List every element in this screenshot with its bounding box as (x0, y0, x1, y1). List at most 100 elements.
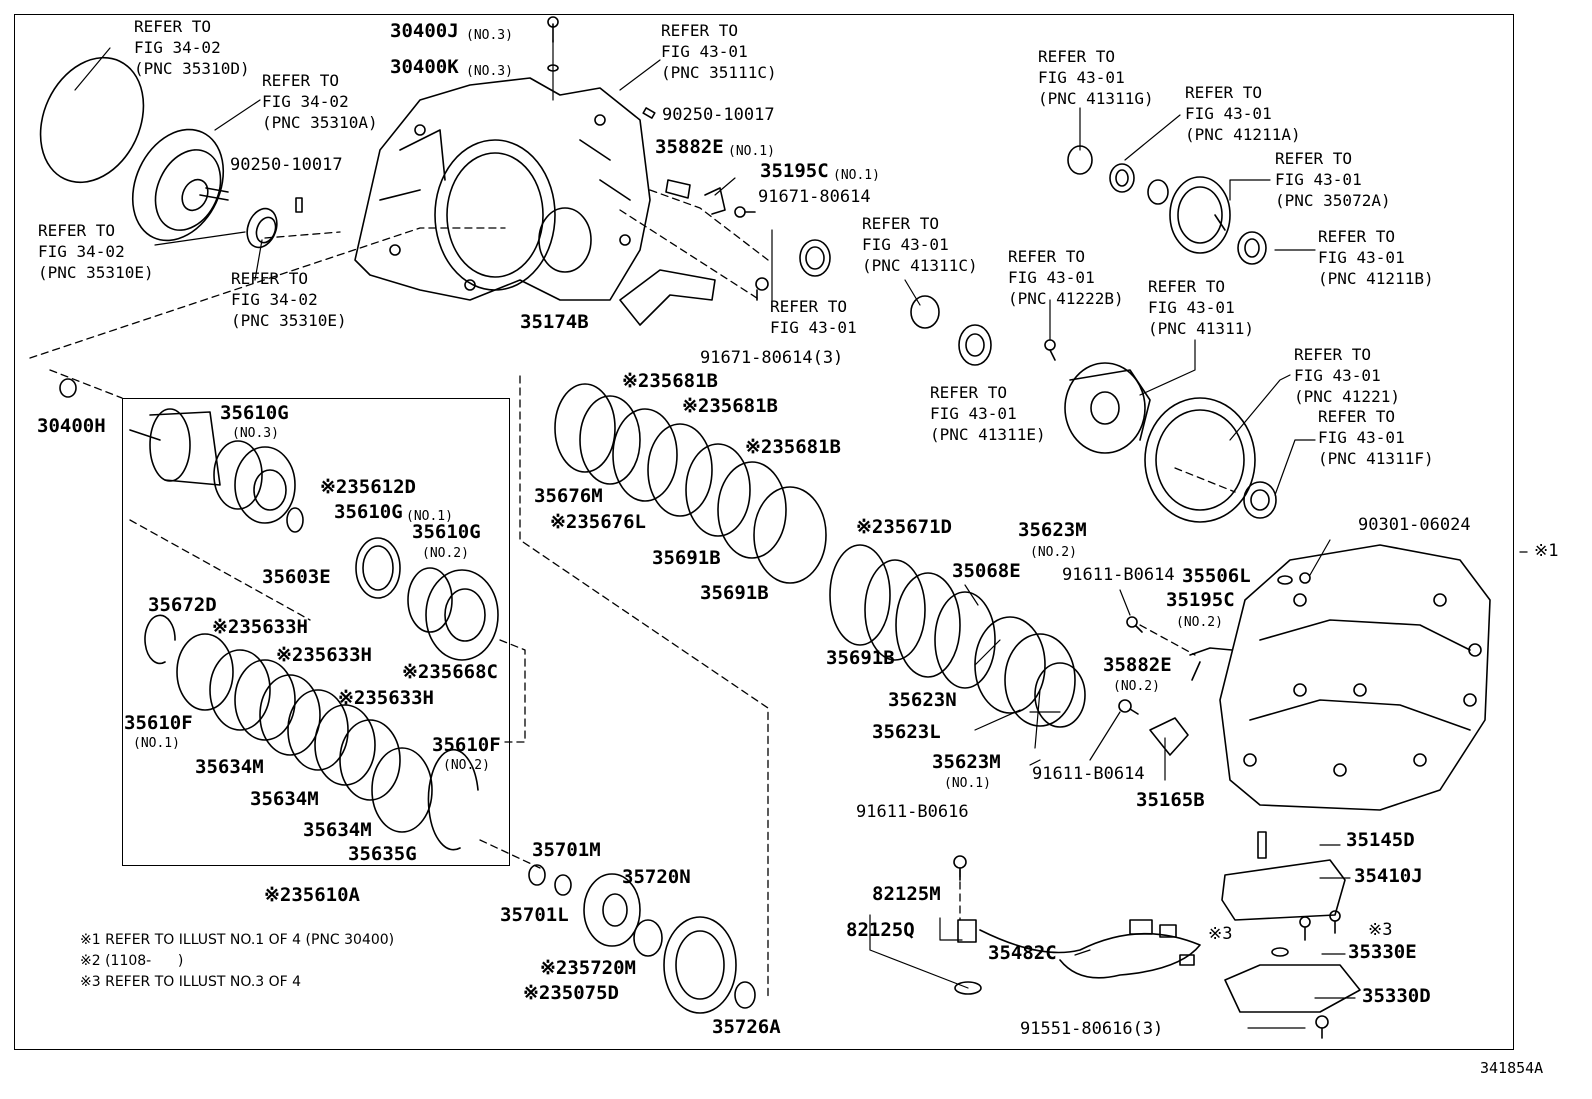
refer-35111c: REFER TO FIG 43-01 (PNC 35111C) (661, 21, 777, 82)
footnote-1: ※1 REFER TO ILLUST NO.1 OF 4 (PNC 30400) (80, 932, 395, 948)
part-35075d: ※235075D (523, 982, 619, 1004)
part-35691b-a: 35691B (652, 547, 721, 569)
piston-35612d (234, 446, 296, 524)
bearing-41211b (1237, 231, 1267, 265)
footnote-3: ※3 REFER TO ILLUST NO.3 OF 4 (80, 974, 302, 990)
ring-35310d (39, 56, 145, 184)
part-35610g-no1-note: (NO.1) (406, 509, 453, 524)
part-35676l: ※235676L (550, 511, 646, 533)
refer-41311e: REFER TO FIG 43-01 (PNC 41311E) (930, 383, 1046, 444)
subassembly-box-35610a (122, 398, 510, 866)
part-90250-right: 90250-10017 (662, 105, 775, 125)
drum-35610g (129, 408, 221, 486)
part-35623l: 35623L (872, 721, 941, 743)
part-35691b-b: 35691B (700, 582, 769, 604)
part-35882e-no2-note: (NO.2) (1113, 679, 1160, 694)
part-91671-80614: 91671-80614 (758, 187, 871, 207)
ring-35610g-3 (213, 440, 263, 510)
oring-82125q (954, 981, 982, 995)
transaxle-housing-drawing (354, 77, 651, 301)
part-35691b-c: 35691B (826, 647, 895, 669)
oring-41311g (1067, 145, 1093, 175)
diagram-id: 341854A (1480, 1059, 1544, 1077)
part-35633h-c: ※235633H (338, 687, 434, 709)
bracket-35195c (704, 187, 726, 215)
bracket-35165b (1149, 717, 1189, 756)
side-marker-1: ※1 (1534, 541, 1559, 561)
refer-35310a: REFER TO FIG 34-02 (PNC 35310A) (262, 71, 378, 132)
part-35720n: 35720N (622, 866, 691, 888)
part-35330d: 35330D (1362, 985, 1431, 1007)
part-35672d: 35672D (148, 594, 217, 616)
cover-35174b (619, 269, 716, 326)
differential-case-41311 (1064, 362, 1151, 454)
part-35195c-no1: 35195C (760, 160, 829, 182)
part-35610f-no1: 35610F (124, 712, 193, 734)
part-82125m: 82125M (872, 883, 941, 905)
part-35681b-b: ※235681B (682, 395, 778, 417)
part-91611-b0614-a: 91611-B0614 (1062, 565, 1175, 585)
part-35068e: 35068E (952, 560, 1021, 582)
seal-41311c (910, 295, 940, 329)
part-35623m-no2-note: (NO.2) (1030, 545, 1077, 560)
refer-35072a: REFER TO FIG 43-01 (PNC 35072A) (1275, 149, 1391, 210)
bearing-35726a (734, 981, 756, 1009)
bearing-41311e (958, 324, 992, 366)
part-35195c-no2: 35195C (1166, 589, 1235, 611)
bolt-30400j (547, 16, 559, 43)
washer-35720n (633, 919, 663, 957)
marker-3-right: ※3 (1368, 920, 1393, 940)
part-35634m-a: 35634M (195, 756, 264, 778)
part-35701m: 35701M (532, 839, 601, 861)
harness-35482c (979, 929, 1201, 979)
part-35195c-no1-note: (NO.1) (833, 168, 880, 183)
part-35612d: ※235612D (320, 476, 416, 498)
part-35145d: 35145D (1346, 829, 1415, 851)
snapring-35676m (554, 383, 616, 473)
refer-35310d: REFER TO FIG 34-02 (PNC 35310D) (134, 17, 250, 78)
footnote-2: ※2 (1108- ) (80, 953, 184, 969)
pin-35145d (1257, 831, 1267, 859)
refer-41222b: REFER TO FIG 43-01 (PNC 41222B) (1008, 247, 1124, 308)
part-35681b-a: ※235681B (622, 370, 718, 392)
part-30400k-note: (NO.3) (466, 64, 513, 79)
part-35726a: 35726A (712, 1016, 781, 1038)
solid-leader-lines (74, 39, 1356, 1029)
oil-pan-35330d (1224, 964, 1361, 1013)
part-30400j-note: (NO.3) (466, 28, 513, 43)
clip-35882e (665, 179, 691, 199)
part-35882e-no1-note: (NO.1) (728, 144, 775, 159)
oring-35610g-1 (286, 507, 304, 533)
part-35623m-no1: 35623M (932, 751, 1001, 773)
part-35410j: 35410J (1354, 865, 1423, 887)
ring-35610g-2 (407, 567, 453, 633)
part-35882e-no2: 35882E (1103, 654, 1172, 676)
part-91611-b0616: 91611-B0616 (856, 802, 969, 822)
part-91671-80614-3: 91671-80614(3) (700, 348, 844, 368)
part-35610f-no2-note: (NO.2) (443, 758, 490, 773)
part-30400j: 30400J (390, 20, 459, 42)
dashed-leader-lines (29, 189, 1533, 1001)
gear-35072a (1169, 176, 1231, 254)
refer-41311f: REFER TO FIG 43-01 (PNC 41311F) (1318, 407, 1434, 468)
part-91611-b0614-b: 91611-B0614 (1032, 764, 1145, 784)
refer-41311: REFER TO FIG 43-01 (PNC 41311) (1148, 277, 1254, 338)
gear-35075d (663, 916, 737, 1014)
bearing-35603e (355, 537, 401, 599)
valve-body-35410j (1221, 859, 1346, 921)
transaxle-assembly-drawing (1219, 544, 1491, 811)
snapring-35610f-2 (427, 748, 479, 851)
part-35701l: 35701L (500, 904, 569, 926)
part-35603e: 35603E (262, 566, 331, 588)
snapring-35610f-1 (144, 614, 176, 665)
part-90301-06024: 90301-06024 (1358, 515, 1471, 535)
part-35165b: 35165B (1136, 789, 1205, 811)
part-35720m: ※235720M (540, 957, 636, 979)
drum-35668c (425, 569, 499, 661)
part-35610g-no3-note: (NO.3) (232, 426, 279, 441)
part-35671d: ※235671D (856, 516, 952, 538)
part-35676m: 35676M (534, 485, 603, 507)
part-35623m-no1-note: (NO.1) (944, 776, 991, 791)
part-82125q: 82125Q (846, 919, 915, 941)
